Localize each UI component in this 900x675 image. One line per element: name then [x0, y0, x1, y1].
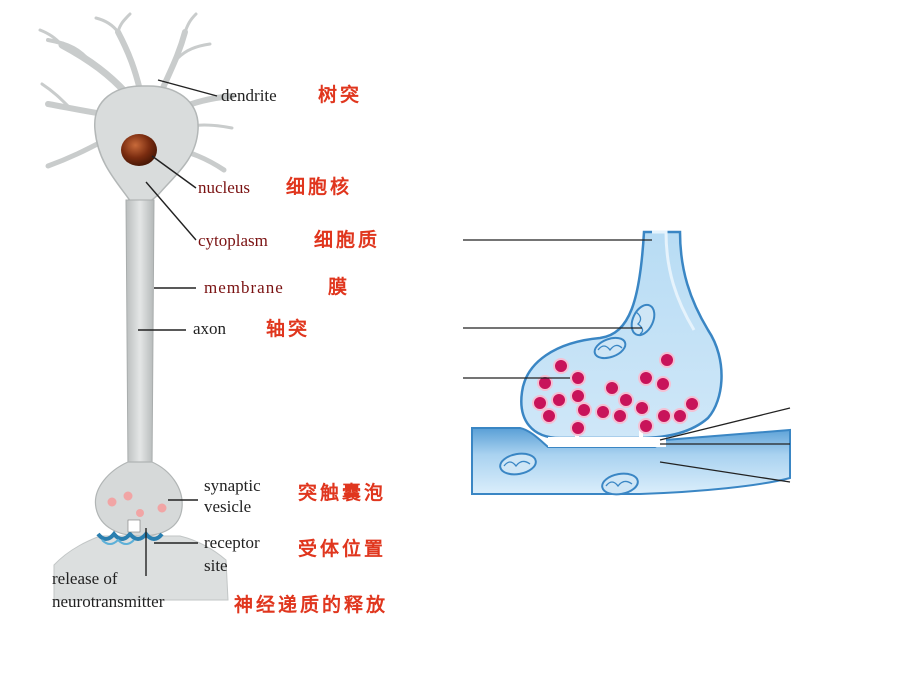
nucleus-shape — [121, 134, 157, 166]
cytoplasm-label-zh: 细胞质 — [314, 229, 381, 251]
vesicle — [123, 491, 133, 501]
vesicle — [107, 497, 117, 507]
neurotransmitter-release-label-line1: release of — [52, 569, 118, 588]
dendrite-label: dendrite — [221, 86, 277, 105]
membrane-label-zh: 膜 — [328, 276, 351, 298]
cytoplasm-label: cytoplasm — [198, 231, 268, 250]
axon-label-zh: 轴突 — [266, 318, 311, 340]
vesicle — [157, 503, 167, 513]
membrane-label: membrane — [204, 278, 284, 297]
vesicle — [136, 509, 144, 517]
receptor-band — [96, 530, 164, 541]
synaptic-vesicle-label-zh: 突触囊泡 — [298, 482, 387, 504]
receptor-site-label-line1: receptor — [204, 533, 260, 552]
receptor-site-label-line2: site — [204, 556, 228, 575]
axon-shape — [125, 199, 155, 471]
dendrite-label-zh: 树突 — [318, 84, 363, 106]
release-marker — [127, 519, 141, 533]
postsynaptic-cell — [53, 535, 229, 601]
synaptic-vesicles — [532, 352, 700, 436]
neurotransmitter-release-label-zh: 神经递质的释放 — [234, 594, 389, 616]
synaptic-cleft — [548, 437, 666, 447]
nucleus-label-zh: 细胞核 — [286, 176, 353, 198]
synapse-leader-lines — [463, 239, 791, 483]
synapse-illustration — [471, 230, 791, 496]
synaptic-vesicle-label-line1: synaptic — [204, 476, 261, 495]
neuron-leader-lines — [138, 79, 218, 576]
receptor-site-label-zh: 受体位置 — [298, 538, 387, 560]
neurotransmitter-release-label-line2: neurotransmitter — [52, 592, 165, 611]
nucleus-label: nucleus — [198, 178, 250, 197]
synaptic-vesicle-label-line2: vesicle — [204, 497, 252, 516]
axon-label: axon — [193, 319, 227, 338]
neuron-illustration — [38, 12, 235, 601]
